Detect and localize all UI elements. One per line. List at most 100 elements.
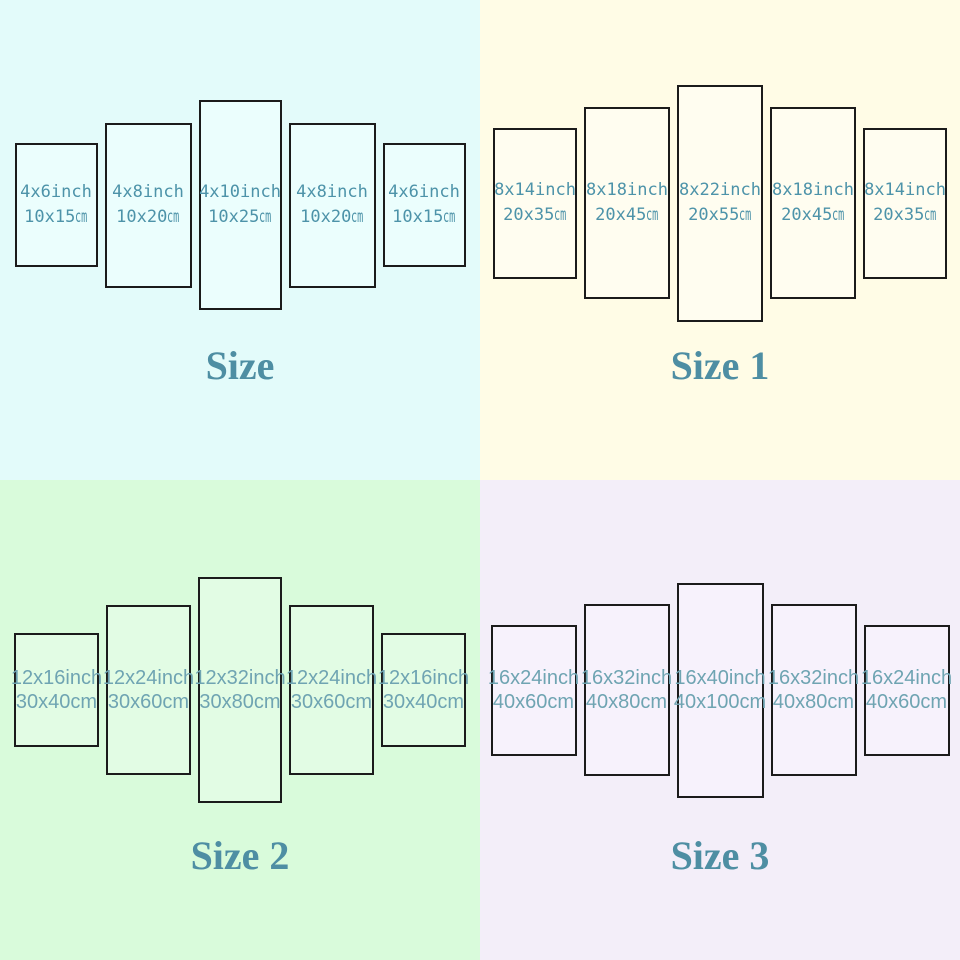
- cm-size-text: 10x15cm: [388, 205, 460, 230]
- size-chart-size-3: 16x24inch 40x60cm 16x32inch 40x80cm 16x4…: [480, 480, 960, 960]
- cm-size-text: 40x80cm: [585, 691, 668, 713]
- panel-size-label: 16x40inch 40x100cm: [674, 666, 766, 714]
- panel-size-label: 4x8inch 10x20cm: [112, 180, 184, 230]
- cm-unit-text: cm: [739, 691, 767, 713]
- panel-16x40inch: 16x40inch 40x100cm: [674, 582, 766, 798]
- cm-unit-text: cm: [345, 691, 373, 713]
- cm-size-text: 10x15cm: [20, 205, 92, 230]
- panel-4x8inch: 4x8inch 10x20cm: [288, 122, 376, 288]
- panel-row: 16x24inch 40x60cm 16x32inch 40x80cm 16x4…: [480, 480, 960, 900]
- cm-unit-text: cm: [437, 691, 465, 713]
- inch-size-text: 16x24inch: [860, 667, 953, 689]
- panel-size-label: 12x32inch 30x80cm: [194, 666, 285, 714]
- panel-8x14inch: 8x14inch 20x35cm: [863, 127, 947, 279]
- panel-size-label: 16x24inch 40x60cm: [861, 666, 952, 714]
- panel-4x6inch: 4x6inch 10x15cm: [14, 143, 98, 267]
- cm-unit-text: cm: [167, 207, 180, 227]
- panel-12x16inch: 12x16inch 30x40cm: [11, 633, 102, 747]
- cm-unit-text: cm: [827, 691, 855, 713]
- size-chart-title: Size 3: [670, 833, 770, 878]
- panel-row: 4x6inch 10x15cm 4x8inch 10x20cm 4x10inch…: [0, 0, 480, 410]
- inch-size-text: 12x16inch: [10, 667, 103, 689]
- panel-8x18inch: 8x18inch 20x45cm: [584, 107, 670, 299]
- panel-8x14inch: 8x14inch 20x35cm: [493, 127, 577, 279]
- panel-16x32inch: 16x32inch 40x80cm: [581, 604, 672, 776]
- panel-size-label: 16x24inch 40x60cm: [488, 666, 579, 714]
- cm-size-text: 30x40cm: [382, 691, 465, 713]
- cm-size-text: 40x60cm: [865, 691, 948, 713]
- cm-size-text: 20x55cm: [679, 203, 761, 228]
- cm-unit-text: cm: [920, 691, 948, 713]
- inch-size-text: 8x18inch: [772, 180, 854, 200]
- inch-size-text: 4x8inch: [112, 182, 184, 202]
- inch-size-text: 16x24inch: [487, 667, 580, 689]
- cm-size-text: 30x60cm: [290, 691, 373, 713]
- size-chart-size: 4x6inch 10x15cm 4x8inch 10x20cm 4x10inch…: [0, 0, 480, 480]
- cm-size-text: 40x80cm: [772, 691, 855, 713]
- panel-size-label: 8x18inch 20x45cm: [586, 178, 668, 228]
- panel-row: 8x14inch 20x35cm 8x18inch 20x45cm 8x22in…: [480, 0, 960, 406]
- inch-size-text: 8x22inch: [679, 180, 761, 200]
- panel-16x32inch: 16x32inch 40x80cm: [768, 604, 859, 776]
- inch-size-text: 4x10inch: [199, 182, 281, 202]
- panel-size-label: 12x16inch 30x40cm: [11, 666, 102, 714]
- cm-unit-text: cm: [547, 691, 575, 713]
- cm-unit-text: cm: [832, 205, 845, 225]
- cm-unit-text: cm: [646, 205, 659, 225]
- inch-size-text: 4x6inch: [388, 182, 460, 202]
- cm-unit-text: cm: [253, 691, 281, 713]
- cm-unit-text: cm: [554, 205, 567, 225]
- panel-size-label: 8x14inch 20x35cm: [494, 178, 576, 228]
- panel-size-label: 8x18inch 20x45cm: [772, 178, 854, 228]
- panel-size-label: 12x24inch 30x60cm: [286, 666, 377, 714]
- cm-unit-text: cm: [443, 207, 456, 227]
- cm-size-text: 40x100cm: [673, 691, 767, 713]
- inch-size-text: 12x16inch: [377, 667, 470, 689]
- panel-12x24inch: 12x24inch 30x60cm: [102, 605, 195, 775]
- inch-size-text: 4x8inch: [296, 182, 368, 202]
- cm-size-text: 20x35cm: [864, 203, 946, 228]
- size-chart-title: Size 1: [670, 343, 770, 388]
- cm-size-text: 20x45cm: [586, 203, 668, 228]
- inch-size-text: 16x32inch: [580, 667, 673, 689]
- inch-size-text: 12x24inch: [285, 667, 378, 689]
- cm-unit-text: cm: [259, 207, 272, 227]
- cm-size-text: 30x60cm: [107, 691, 190, 713]
- cm-unit-text: cm: [640, 691, 668, 713]
- cm-unit-text: cm: [162, 691, 190, 713]
- size-chart-title: Size 2: [190, 833, 290, 878]
- inch-size-text: 4x6inch: [20, 182, 92, 202]
- panel-size-label: 4x8inch 10x20cm: [296, 180, 368, 230]
- cm-unit-text: cm: [924, 205, 937, 225]
- panel-size-label: 4x6inch 10x15cm: [388, 180, 460, 230]
- panel-size-label: 12x16inch 30x40cm: [378, 666, 469, 714]
- panel-8x18inch: 8x18inch 20x45cm: [770, 107, 856, 299]
- inch-size-text: 8x14inch: [494, 180, 576, 200]
- cm-size-text: 20x45cm: [772, 203, 854, 228]
- panel-16x24inch: 16x24inch 40x60cm: [488, 624, 579, 756]
- size-chart-size-1: 8x14inch 20x35cm 8x18inch 20x45cm 8x22in…: [480, 0, 960, 480]
- cm-size-text: 10x25cm: [199, 205, 281, 230]
- cm-size-text: 10x20cm: [296, 205, 368, 230]
- panel-size-label: 16x32inch 40x80cm: [768, 666, 859, 714]
- size-chart-size-2: 12x16inch 30x40cm 12x24inch 30x60cm 12x3…: [0, 480, 480, 960]
- size-chart-title: Size: [205, 343, 275, 388]
- cm-unit-text: cm: [351, 207, 364, 227]
- cm-size-text: 20x35cm: [494, 203, 576, 228]
- panel-size-label: 16x32inch 40x80cm: [581, 666, 672, 714]
- panel-size-label: 4x6inch 10x15cm: [20, 180, 92, 230]
- panel-12x32inch: 12x32inch 30x80cm: [194, 577, 286, 803]
- cm-size-text: 30x80cm: [199, 691, 281, 713]
- panel-8x22inch: 8x22inch 20x55cm: [677, 84, 763, 322]
- panel-4x10inch: 4x10inch 10x25cm: [198, 100, 282, 310]
- cm-size-text: 30x40cm: [15, 691, 98, 713]
- cm-unit-text: cm: [739, 205, 752, 225]
- inch-size-text: 8x14inch: [864, 180, 946, 200]
- inch-size-text: 16x40inch: [674, 667, 766, 689]
- panel-row: 12x16inch 30x40cm 12x24inch 30x60cm 12x3…: [0, 480, 480, 900]
- inch-size-text: 12x24inch: [102, 667, 195, 689]
- panel-size-label: 8x14inch 20x35cm: [864, 178, 946, 228]
- cm-unit-text: cm: [75, 207, 88, 227]
- panel-12x24inch: 12x24inch 30x60cm: [286, 605, 377, 775]
- panel-size-label: 4x10inch 10x25cm: [199, 180, 281, 230]
